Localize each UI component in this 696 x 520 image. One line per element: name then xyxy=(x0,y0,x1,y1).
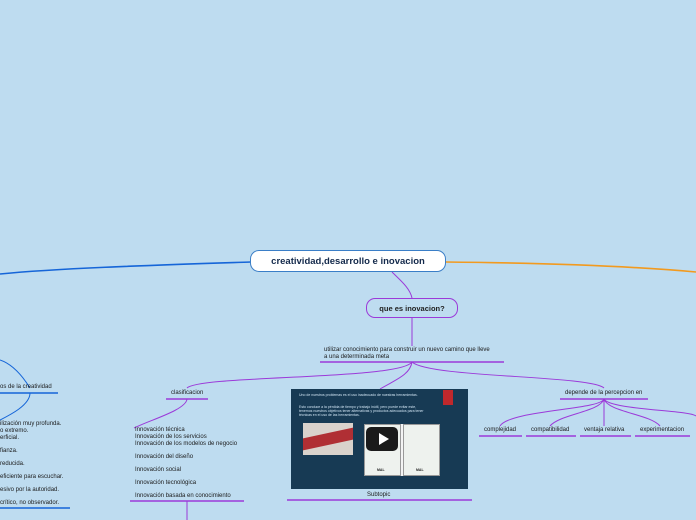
left-cut-line: esivo por la autoridad. xyxy=(0,487,60,493)
percepcion-item-complejidad[interactable]: complejidad xyxy=(484,427,516,434)
left-cut-line: reducida. xyxy=(0,461,25,467)
clasificacion-label: clasificacion xyxy=(171,390,204,396)
left-cut-items[interactable]: ilización muy profunda. o extremo. erfic… xyxy=(0,421,63,507)
question-topic-label: que es inovacion? xyxy=(379,303,445,313)
clasificacion-item: Innovación del diseño xyxy=(135,454,194,460)
clasificacion-item: Innovación social xyxy=(135,467,182,473)
clasificacion-item: Innovación tecnológica xyxy=(135,480,197,486)
slide-red-tab xyxy=(443,390,453,405)
left-cut-header-label: os de la creatividad xyxy=(0,384,52,390)
clasificacion-item: Innovación de los modelos de negocio xyxy=(135,441,238,447)
subtopic-label: Subtopic xyxy=(367,492,391,498)
definition-line-1: utilizar conocimiento para construir un … xyxy=(324,347,490,353)
clasificacion-connector xyxy=(186,361,413,389)
percepcion-item-experimentacion[interactable]: experimentacion xyxy=(640,427,684,434)
percepcion-label: depende de la percepcion en xyxy=(565,390,643,396)
left-cut-line: fianza. xyxy=(0,448,18,454)
percepcion-c4 xyxy=(603,398,661,427)
slide-image-left xyxy=(303,423,353,455)
subtopic-connector xyxy=(379,361,413,390)
percepcion-item-ventaja[interactable]: ventaja relativa xyxy=(584,427,624,434)
left-cut-line: ilización muy profunda. xyxy=(0,421,62,427)
percepcion-c1 xyxy=(499,398,605,427)
percepcion-item-label: experimentacion xyxy=(640,427,685,433)
percepcion-item-label: complejidad xyxy=(484,427,517,433)
clasificacion-node[interactable]: clasificacion xyxy=(171,390,203,397)
percepcion-item-label: ventaja relativa xyxy=(584,427,625,433)
play-icon[interactable] xyxy=(366,427,398,451)
clasificacion-item: Innovación técnica xyxy=(135,427,185,433)
percepcion-c5 xyxy=(603,398,696,417)
percepcion-item-compatibilidad[interactable]: compatibilidad xyxy=(531,427,569,434)
central-topic[interactable]: creatividad,desarrollo e inovacion xyxy=(250,250,446,272)
left-cut-line: o extremo. xyxy=(0,428,29,434)
left-cut-line: crítico, no observador. xyxy=(0,500,60,506)
clasificacion-item: Innovación basada en conocimiento xyxy=(135,493,231,499)
clasificacion-item: Innovación de los servicios xyxy=(135,434,207,440)
video-thumbnail[interactable]: Uno de nuestros problemas es el uso inad… xyxy=(291,389,468,489)
question-topic[interactable]: que es inovacion? xyxy=(366,298,458,318)
definition-line-2: a una determinada meta xyxy=(324,354,390,360)
question-connector xyxy=(391,271,413,299)
percepcion-node[interactable]: depende de la percepcion en xyxy=(565,390,642,397)
left-cut-line: eficiente para escuchar. xyxy=(0,474,64,480)
slide-bullet-2: Esto conduce a la pérdida de tiempo y tr… xyxy=(299,405,424,417)
slide-bullet-1: Uno de nuestros problemas es el uso inad… xyxy=(299,393,418,397)
central-topic-label: creatividad,desarrollo e inovacion xyxy=(271,255,425,267)
right-branch-line xyxy=(445,261,696,273)
slide-label-right: MAL xyxy=(416,468,424,472)
left-cut-header[interactable]: os de la creatividad xyxy=(0,384,52,391)
percepcion-connector xyxy=(411,361,605,389)
left-cut-items-connector xyxy=(0,392,31,421)
left-branch-line xyxy=(0,261,252,275)
percepcion-item-label: compatibilidad xyxy=(531,427,570,433)
left-cut-connector xyxy=(0,359,31,389)
left-cut-line: erficial. xyxy=(0,435,20,441)
definition-node[interactable]: utilizar conocimiento para construir un … xyxy=(324,347,490,361)
clasificacion-items-node[interactable]: Innovación técnica Innovación de los ser… xyxy=(135,427,237,500)
percepcion-c2 xyxy=(549,398,605,427)
slide-label-left: MAL xyxy=(377,468,385,472)
subtopic-node[interactable]: Subtopic xyxy=(367,492,390,499)
clasificacion-items-connector xyxy=(133,398,188,429)
